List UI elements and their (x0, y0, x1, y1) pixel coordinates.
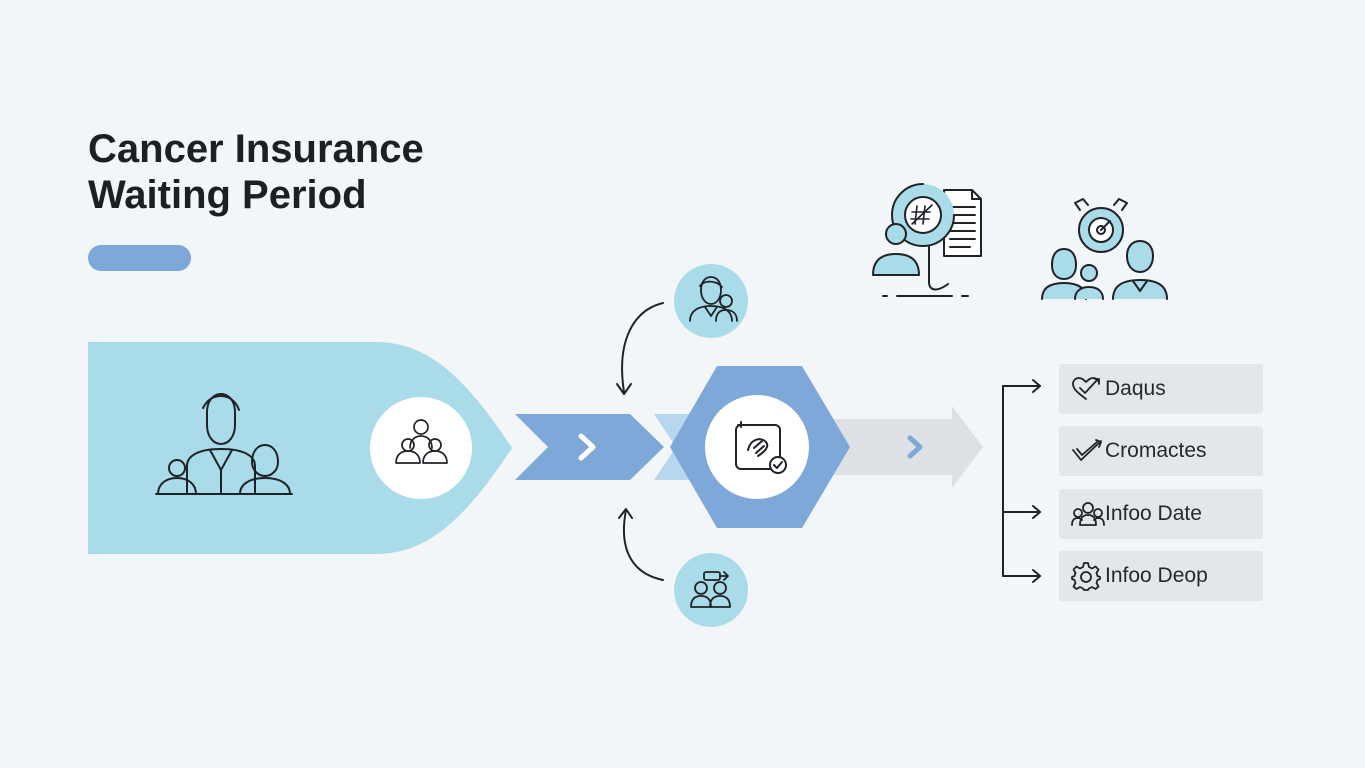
list-item-label: Infoo Deop (1105, 564, 1208, 587)
list-item-infoo-deop[interactable]: Infoo Deop (1059, 551, 1263, 601)
start-stage-shape (88, 342, 512, 554)
people-transfer-icon (690, 571, 731, 608)
policy-card-icon (735, 421, 787, 474)
list-item-label: Infoo Date (1105, 502, 1202, 525)
people-icon (1071, 500, 1105, 528)
top-person-circle (674, 264, 748, 338)
document-analysis-icon (872, 183, 982, 297)
bracket-connectors (1002, 379, 1041, 583)
checkmark-icon (1071, 437, 1105, 465)
bottom-person-circle (674, 553, 748, 627)
heart-check-icon (1071, 375, 1105, 403)
curved-arrow-bottom-head (618, 508, 633, 519)
chevron-right-small-icon (907, 435, 923, 459)
curved-arrow-top-head (616, 383, 632, 395)
people-group-circle (370, 397, 472, 499)
list-item-label: Cromactes (1105, 439, 1207, 462)
chevron-right-icon (578, 433, 596, 461)
family-group-icon (155, 393, 293, 495)
title-accent-bar (88, 245, 191, 271)
list-item-daqus[interactable]: Daqus (1059, 364, 1263, 414)
curved-arrow-bottom (622, 509, 664, 581)
gear-icon (1071, 562, 1105, 591)
list-item-infoo-date[interactable]: Infoo Date (1059, 489, 1263, 539)
list-item-cromactes[interactable]: Cromactes (1059, 426, 1263, 476)
grey-arrow (826, 406, 983, 488)
curved-arrow-top (621, 302, 664, 393)
hexagon-center-circle (705, 395, 809, 499)
title-line-1: Cancer Insurance (88, 127, 424, 171)
team-target-icon (1041, 198, 1168, 300)
title-line-2: Waiting Period (88, 173, 367, 217)
people-group-icon (395, 419, 448, 464)
list-item-label: Daqus (1105, 377, 1166, 400)
person-pair-icon (689, 276, 738, 322)
page-title: Cancer Insurance Waiting Period (88, 126, 424, 218)
